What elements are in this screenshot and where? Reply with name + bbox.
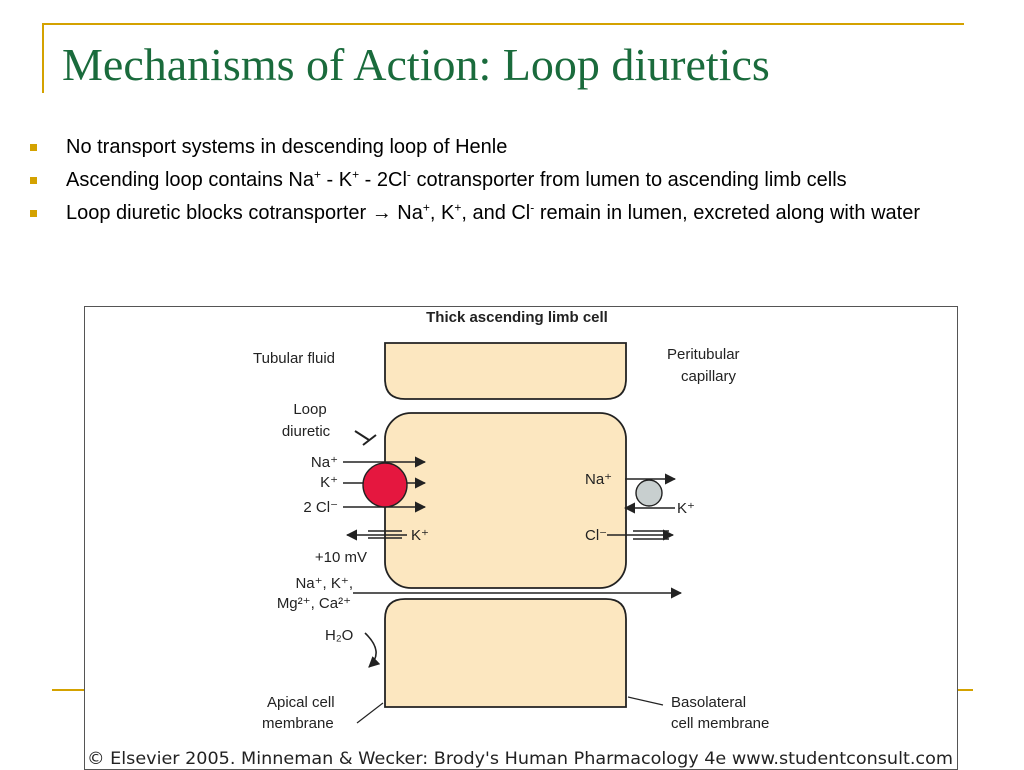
basolateral-membrane-label-2: cell membrane [671, 715, 769, 732]
bullet-text: No transport systems in descending loop … [66, 136, 508, 158]
cotransport-cl-label: 2 Cl⁻ [303, 499, 338, 516]
frame-bottom-left-rule [52, 689, 86, 691]
inhibition-symbol [354, 430, 377, 446]
copyright-credit: © Elsevier 2005. Minneman & Wecker: Brod… [87, 749, 953, 768]
bullet-text: Ascending loop contains Na [66, 169, 314, 191]
paracellular-label-2: Mg²⁺, Ca²⁺ [277, 595, 351, 612]
lower-cell [384, 598, 627, 708]
slide-title: Mechanisms of Action: Loop diuretics [62, 39, 770, 90]
peritubular-label-2: capillary [681, 368, 737, 385]
superscript: + [454, 200, 462, 215]
bullet-text: - 2Cl [359, 169, 407, 191]
cotransporter-icon [362, 462, 408, 508]
basolateral-na-label: Na⁺ [585, 471, 612, 488]
apical-membrane-label-2: membrane [262, 715, 334, 732]
bullet-item: Loop diuretic blocks cotransporter → Na+… [30, 200, 930, 227]
cotransport-k-label: K⁺ [320, 474, 338, 491]
apical-leader-line [356, 702, 384, 724]
superscript: + [422, 200, 430, 215]
bullet-text: - K [320, 169, 353, 191]
bullet-marker-icon [30, 177, 37, 184]
middle-cell [384, 412, 627, 589]
basolateral-membrane-label-1: Basolateral [671, 694, 746, 711]
loop-diuretic-diagram: Thick ascending limb cell Tubular fluid … [84, 306, 958, 770]
loop-diuretic-label-1: Loop [293, 401, 326, 418]
bullet-text: , K [429, 202, 455, 224]
bullet-marker-icon [30, 210, 37, 217]
basolateral-k-label: K⁺ [677, 500, 695, 517]
superscript: + [352, 167, 360, 182]
bullet-text: Loop diuretic blocks cotransporter [66, 202, 372, 224]
apical-membrane-label-1: Apical cell [267, 694, 335, 711]
superscript: - [530, 200, 535, 215]
cotransport-na-label: Na⁺ [311, 454, 338, 471]
k-channel-label: K⁺ [411, 527, 429, 544]
bullet-text: → [371, 202, 392, 224]
water-label: H₂O [325, 627, 353, 644]
upper-cell [384, 342, 627, 400]
bullet-text: cotransporter from lumen to ascending li… [410, 169, 847, 191]
na-k-pump-icon [635, 479, 663, 507]
frame-left-rule [42, 23, 44, 93]
voltage-label: +10 mV [315, 549, 367, 566]
bullet-marker-icon [30, 144, 37, 151]
superscript: + [313, 167, 321, 182]
bullet-text: Na [391, 202, 423, 224]
loop-diuretic-label-2: diuretic [282, 423, 331, 440]
basolateral-leader-line [627, 696, 664, 706]
superscript: - [406, 167, 411, 182]
bullet-list: No transport systems in descending loop … [30, 134, 930, 233]
basolateral-cl-label: Cl⁻ [585, 527, 607, 544]
paracellular-label-1: Na⁺, K⁺, [295, 575, 353, 592]
water-arrow [364, 632, 381, 668]
peritubular-label-1: Peritubular [667, 346, 740, 363]
diagram-canvas: Thick ascending limb cell Tubular fluid … [87, 309, 953, 768]
frame-bottom-right-rule [957, 689, 973, 691]
bullet-item: No transport systems in descending loop … [30, 134, 930, 161]
tubular-fluid-label: Tubular fluid [253, 350, 335, 367]
bullet-item: Ascending loop contains Na+ - K+ - 2Cl- … [30, 167, 930, 194]
bullet-text: , and Cl [461, 202, 531, 224]
bullet-text: remain in lumen, excreted along with wat… [534, 202, 921, 224]
frame-top-rule [42, 23, 964, 25]
diagram-heading: Thick ascending limb cell [426, 309, 608, 326]
